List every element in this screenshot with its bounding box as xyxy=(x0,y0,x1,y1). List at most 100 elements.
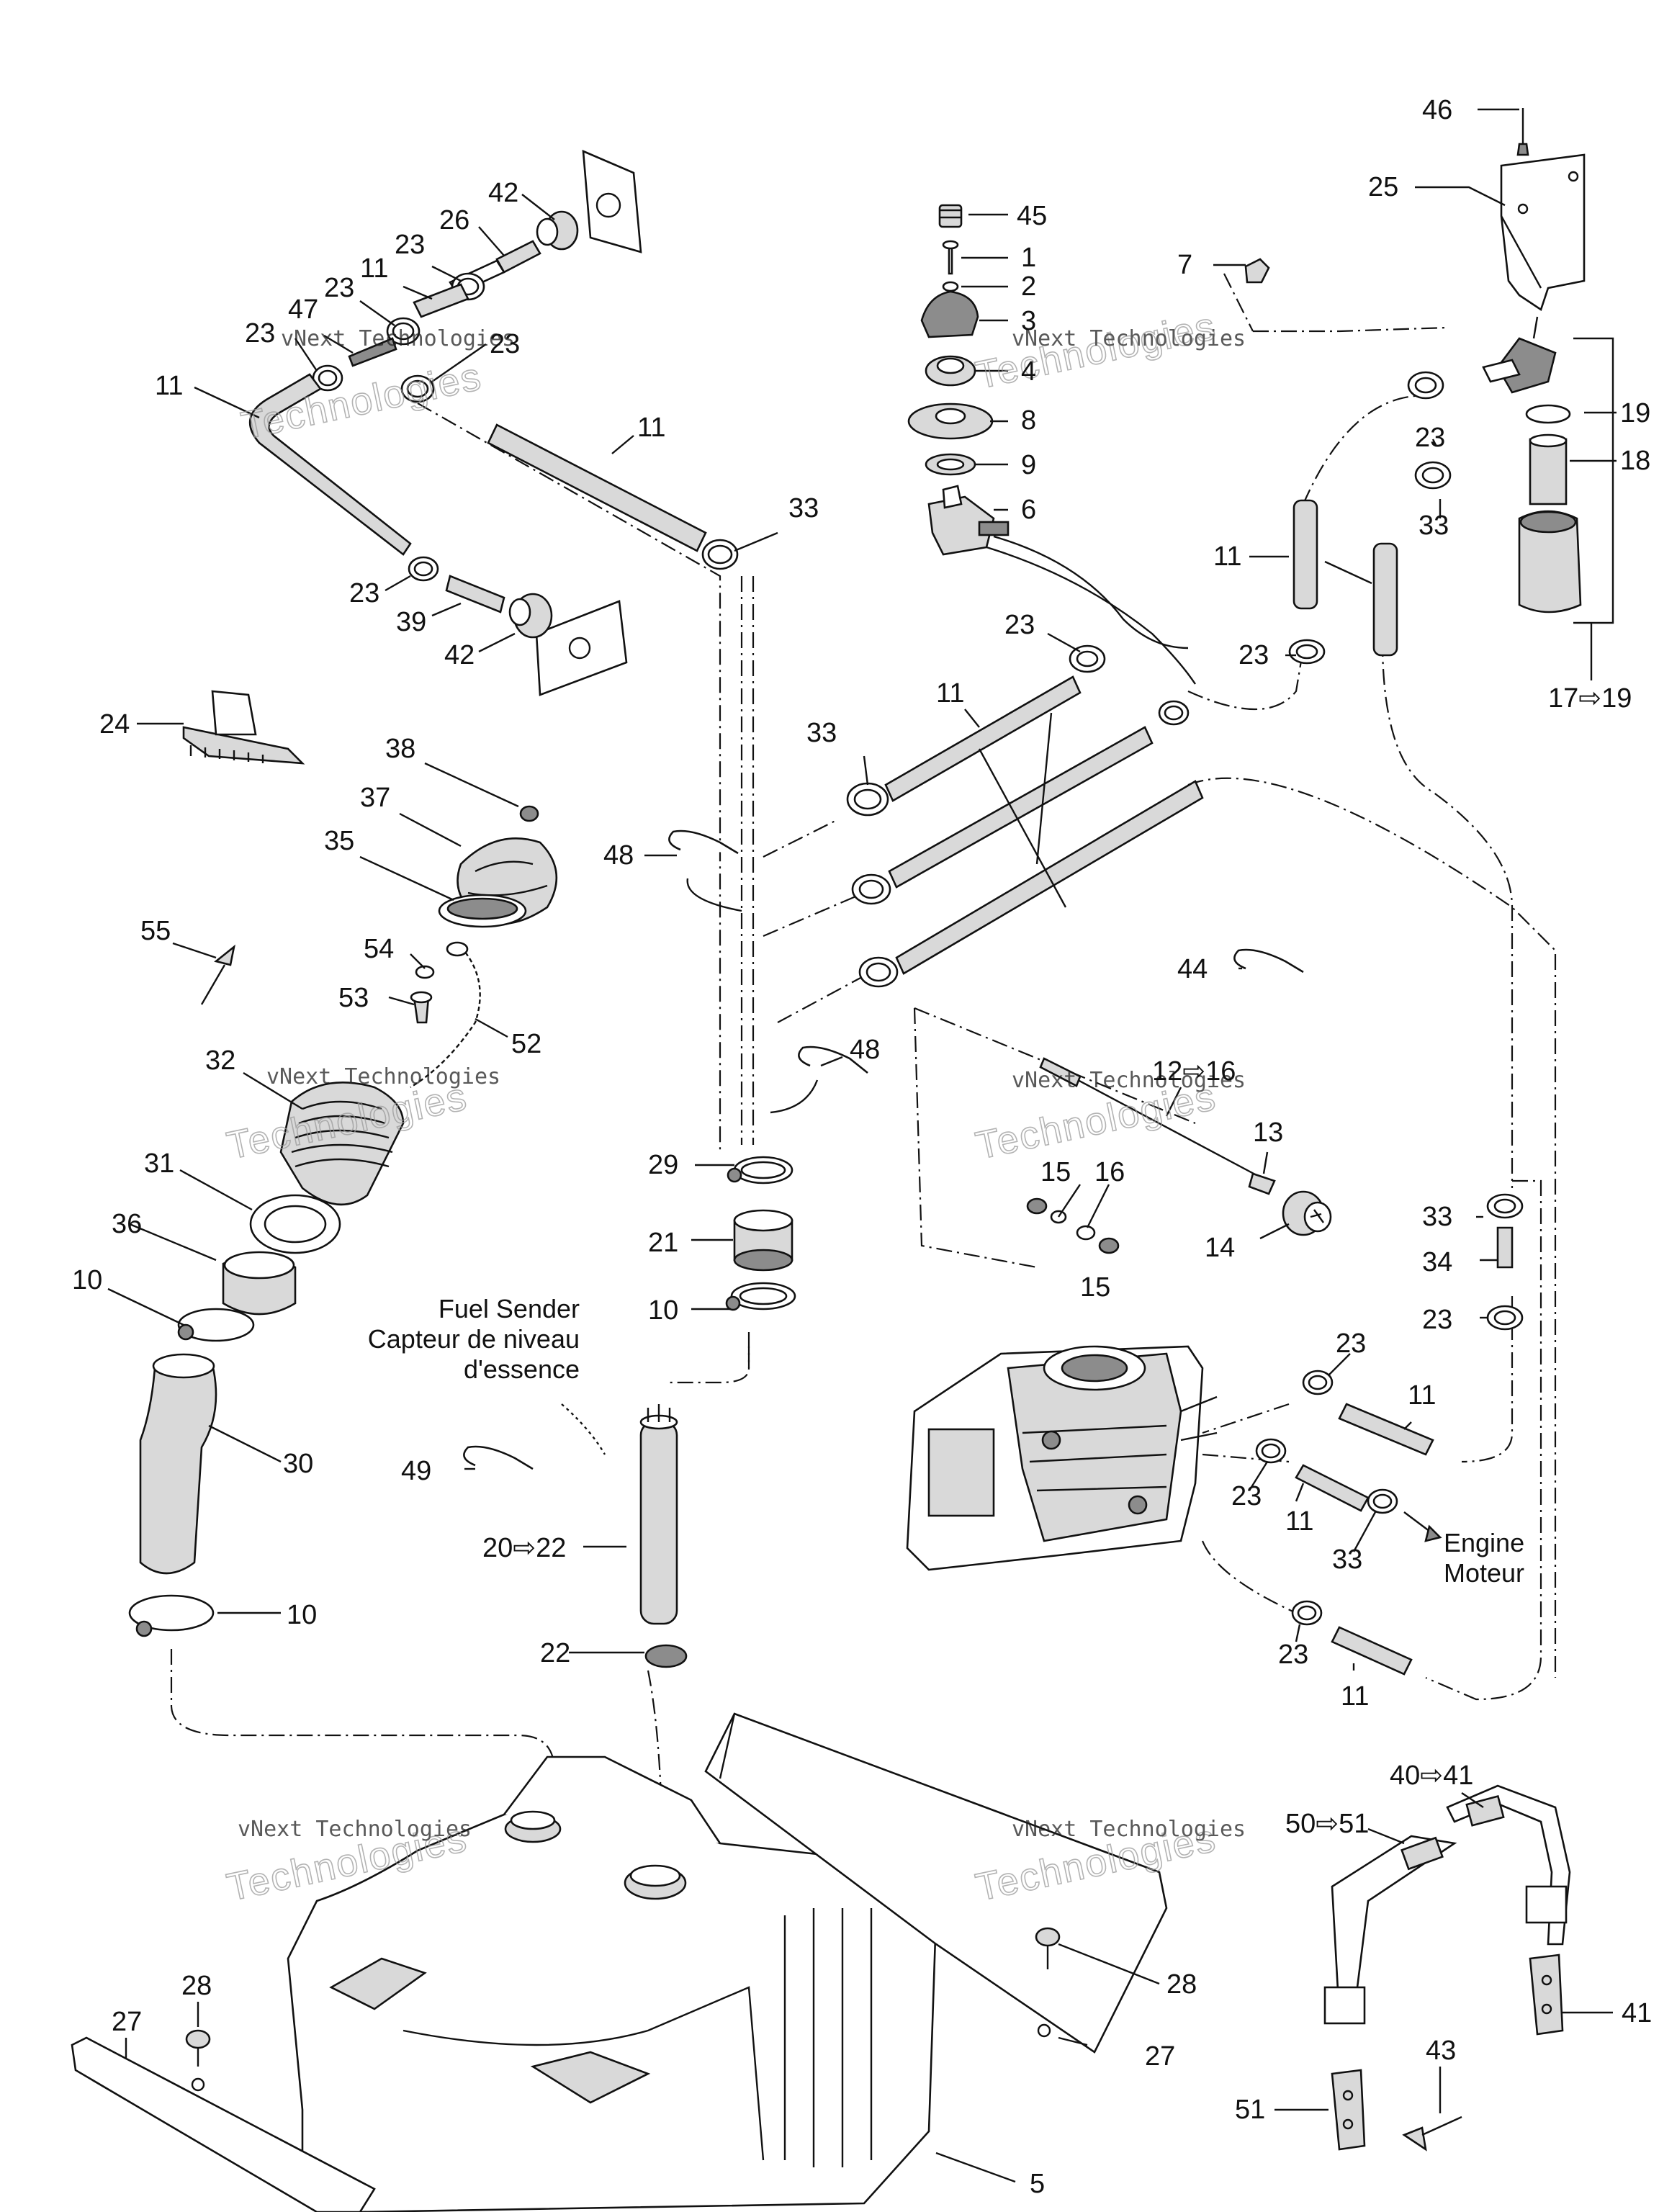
callout-8: 8 xyxy=(1021,405,1036,436)
callout-12-16: 12⇨16 xyxy=(1152,1056,1236,1087)
o-ring-19 xyxy=(1525,404,1571,424)
hose-11-short xyxy=(413,283,469,318)
callout-11-b: 11 xyxy=(155,371,183,401)
callout-49: 49 xyxy=(401,1456,431,1486)
carburetor xyxy=(906,1345,1218,1571)
callout-11-d: 11 xyxy=(1213,541,1241,572)
callout-33-b: 33 xyxy=(1419,511,1449,541)
valve-hoses xyxy=(846,644,1204,988)
tether-chain-52 xyxy=(410,946,481,1089)
callout-15-a: 15 xyxy=(1040,1157,1071,1187)
callout-52: 52 xyxy=(511,1029,541,1059)
callout-23-e: 23 xyxy=(349,578,379,608)
callout-42-upper: 42 xyxy=(488,178,518,208)
clip-24 xyxy=(182,726,305,765)
callout-21: 21 xyxy=(648,1228,678,1258)
callout-2: 2 xyxy=(1021,271,1036,302)
tether-38 xyxy=(519,805,539,822)
gasket-plate-lower xyxy=(535,600,628,696)
valve-outlet xyxy=(978,521,1010,536)
callout-4: 4 xyxy=(1021,356,1036,387)
callout-23-b: 23 xyxy=(324,273,354,303)
callout-27-right: 27 xyxy=(1145,2041,1175,2072)
watermarks: Technologies vNext Technologies Technolo… xyxy=(222,304,1246,1910)
svg-text:vNext Technologies: vNext Technologies xyxy=(266,1064,500,1089)
callout-28-right: 28 xyxy=(1166,1969,1197,2000)
svg-text:vNext Technologies: vNext Technologies xyxy=(1012,1068,1246,1093)
hose-11-e xyxy=(1372,542,1398,657)
callout-33-d: 33 xyxy=(1422,1202,1452,1232)
callout-10-a: 10 xyxy=(72,1265,102,1295)
callout-33-e: 33 xyxy=(1332,1545,1362,1575)
callout-7: 7 xyxy=(1177,250,1192,280)
gasket-plate-upper xyxy=(582,149,642,253)
filler-assembly xyxy=(128,690,558,1637)
callout-41: 41 xyxy=(1622,1998,1652,2028)
fitting-26 xyxy=(495,240,541,274)
rivet-46 xyxy=(1516,143,1529,156)
rivet-55 xyxy=(214,944,235,966)
callout-11-a: 11 xyxy=(360,253,388,284)
fitting-group-upper-left xyxy=(248,149,739,696)
callout-29: 29 xyxy=(648,1150,678,1180)
filter-element-18 xyxy=(1529,438,1568,505)
callout-23-g: 23 xyxy=(1238,640,1269,670)
callout-34: 34 xyxy=(1422,1247,1452,1277)
callout-44: 44 xyxy=(1177,954,1208,984)
callout-27-left: 27 xyxy=(112,2007,142,2037)
clamp-10-upper xyxy=(177,1308,255,1342)
tie-44 xyxy=(1233,948,1304,974)
callout-19: 19 xyxy=(1620,398,1650,428)
callout-26: 26 xyxy=(439,205,469,235)
callout-53: 53 xyxy=(338,983,369,1013)
callout-20-22: 20⇨22 xyxy=(482,1533,566,1563)
callout-28-left: 28 xyxy=(181,1971,212,2001)
tie-48-a xyxy=(668,830,739,855)
nut-15-b xyxy=(1098,1237,1120,1254)
callout-23-k: 23 xyxy=(1231,1481,1262,1511)
callout-labels: 46 25 45 1 2 3 4 8 9 6 7 42 26 23 11 23 … xyxy=(72,95,1652,2199)
washer-16-b xyxy=(1076,1225,1096,1241)
callout-9: 9 xyxy=(1021,450,1036,480)
choke-cable-assembly xyxy=(1026,1057,1332,1254)
callout-35: 35 xyxy=(324,826,354,856)
callout-48-b: 48 xyxy=(850,1035,880,1065)
callout-31: 31 xyxy=(144,1148,174,1179)
callout-23-c: 23 xyxy=(245,318,275,349)
callout-23-h: 23 xyxy=(1004,610,1035,640)
nut-15-a xyxy=(1026,1197,1048,1215)
fuel-valve-stack xyxy=(907,204,1196,685)
fuel-tank-5 xyxy=(287,1755,938,2212)
callout-23-i: 23 xyxy=(1422,1305,1452,1335)
callout-23-l: 23 xyxy=(1278,1640,1308,1670)
callout-54: 54 xyxy=(364,934,394,964)
callout-10-b: 10 xyxy=(648,1295,678,1326)
hose-11-d xyxy=(1292,499,1318,610)
fitting-34 xyxy=(1496,1226,1514,1269)
callout-30: 30 xyxy=(283,1449,313,1479)
hose-11-f xyxy=(1338,1403,1434,1456)
callout-45: 45 xyxy=(1017,201,1047,231)
callout-22: 22 xyxy=(540,1638,570,1668)
hose-11-h xyxy=(1331,1626,1413,1676)
callout-42-lower: 42 xyxy=(444,640,475,670)
clamp-10-lower xyxy=(128,1594,215,1632)
filler-hose-30 xyxy=(139,1355,217,1575)
fuel-sender-assembly xyxy=(561,1156,796,1668)
nut-7 xyxy=(1244,258,1270,284)
tray-27-left xyxy=(71,2036,376,2212)
callout-55: 55 xyxy=(140,916,171,946)
callout-6: 6 xyxy=(1021,495,1036,525)
callout-33-a: 33 xyxy=(788,493,819,523)
hose-11-long-top xyxy=(487,423,707,552)
callout-38: 38 xyxy=(385,734,415,764)
fitting-39 xyxy=(445,575,505,613)
callout-11-h: 11 xyxy=(1341,1681,1369,1712)
callout-48-a: 48 xyxy=(603,840,634,871)
callout-23-j: 23 xyxy=(1336,1328,1366,1359)
svg-text:vNext Technologies: vNext Technologies xyxy=(238,1817,472,1842)
nut-13 xyxy=(1248,1172,1276,1195)
callout-25: 25 xyxy=(1368,172,1398,202)
callout-37: 37 xyxy=(360,783,390,813)
callout-14: 14 xyxy=(1205,1233,1235,1263)
